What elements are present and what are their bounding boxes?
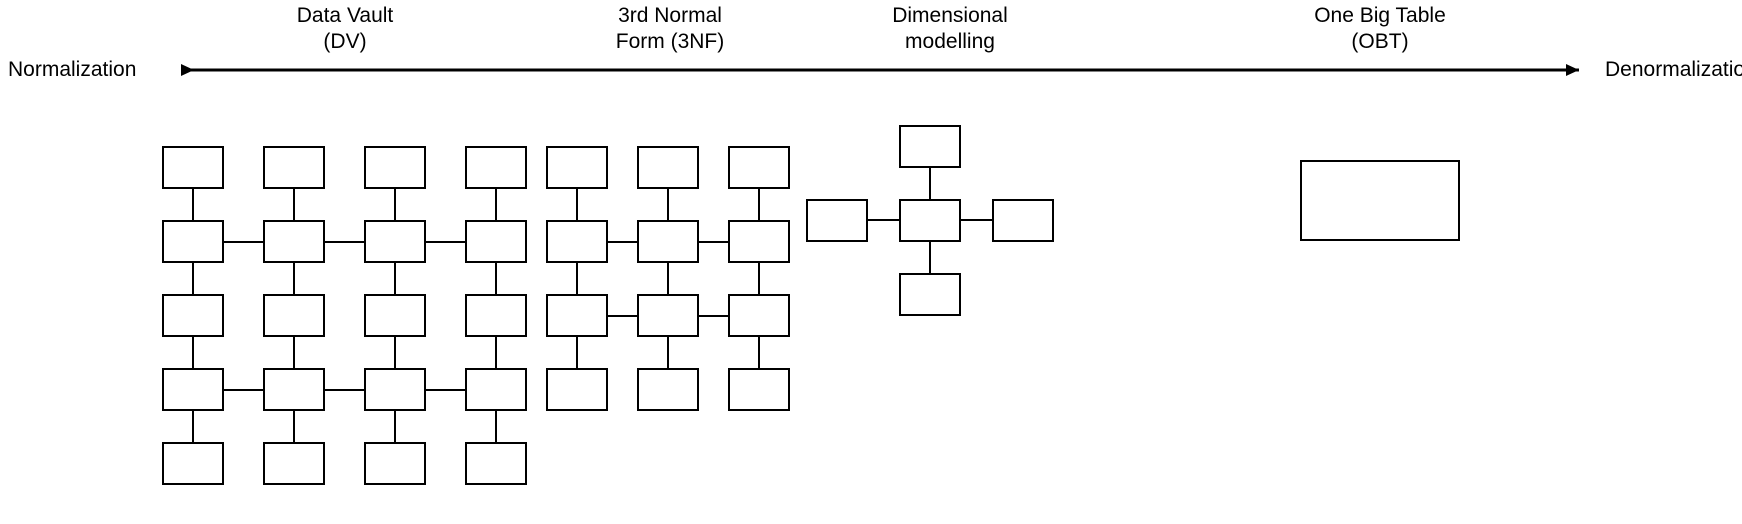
connector-horizontal-3nf-r2c2 xyxy=(699,240,728,243)
model-node-3nf-r3c1 xyxy=(546,294,608,337)
connector-horizontal-dv-r2c3 xyxy=(426,240,465,243)
connector-vertical-3nf-r2c1 xyxy=(576,263,578,294)
connector-vertical-3nf-r1c2 xyxy=(667,189,669,220)
model-node-dv-r2c2 xyxy=(263,220,325,263)
model-node-dv-r5c1 xyxy=(162,442,224,485)
model-node-dv-r2c3 xyxy=(364,220,426,263)
connector-horizontal-dv-r2c1 xyxy=(224,240,263,243)
connector-vertical-dim-south xyxy=(929,241,931,273)
connector-vertical-dv-r2c1 xyxy=(192,263,194,294)
column-label-dimensional-modelling-line1: Dimensional xyxy=(892,4,1008,27)
connector-vertical-dv-r3c4 xyxy=(495,337,497,368)
model-node-dv-r1c1 xyxy=(162,146,224,189)
model-node-dv-r5c4 xyxy=(465,442,527,485)
model-node-dv-r1c4 xyxy=(465,146,527,189)
column-label-data-vault: Data Vault (DV) xyxy=(200,3,490,55)
model-node-dv-r3c3 xyxy=(364,294,426,337)
connector-horizontal-dv-r4c3 xyxy=(426,388,465,391)
connector-vertical-dv-r2c3 xyxy=(394,263,396,294)
model-node-dv-r4c4 xyxy=(465,368,527,411)
model-node-3nf-r4c2 xyxy=(637,368,699,411)
model-node-dv-r2c1 xyxy=(162,220,224,263)
model-node-dv-r4c2 xyxy=(263,368,325,411)
model-node-dv-r1c3 xyxy=(364,146,426,189)
model-node-dim-east xyxy=(992,198,1054,242)
model-node-3nf-r2c3 xyxy=(728,220,790,263)
column-label-one-big-table: One Big Table (OBT) xyxy=(1235,3,1525,55)
model-node-dim-north xyxy=(899,124,961,168)
connector-vertical-dv-r4c1 xyxy=(192,411,194,442)
model-node-dv-r2c4 xyxy=(465,220,527,263)
column-label-dimensional-modelling-line2: modelling xyxy=(905,30,995,53)
model-node-dim-center xyxy=(899,198,961,242)
connector-vertical-dv-r2c2 xyxy=(293,263,295,294)
model-node-dv-r4c3 xyxy=(364,368,426,411)
connector-vertical-3nf-r2c3 xyxy=(758,263,760,294)
model-node-3nf-r1c2 xyxy=(637,146,699,189)
axis-label-normalization: Normalization xyxy=(8,58,137,81)
column-label-data-vault-line1: Data Vault xyxy=(296,4,394,27)
connector-horizontal-dv-r2c2 xyxy=(325,240,364,243)
connector-vertical-dv-r1c2 xyxy=(293,189,295,220)
model-node-3nf-r3c3 xyxy=(728,294,790,337)
connector-vertical-dv-r3c3 xyxy=(394,337,396,368)
column-label-one-big-table-line1: One Big Table xyxy=(1314,4,1446,27)
connector-vertical-dv-r3c2 xyxy=(293,337,295,368)
model-node-3nf-r2c2 xyxy=(637,220,699,263)
model-node-dv-r3c2 xyxy=(263,294,325,337)
model-node-dv-r3c4 xyxy=(465,294,527,337)
model-node-dv-r4c1 xyxy=(162,368,224,411)
connector-horizontal-dv-r4c1 xyxy=(224,388,263,391)
connector-horizontal-3nf-r3c2 xyxy=(699,314,728,317)
model-node-3nf-r1c3 xyxy=(728,146,790,189)
connector-vertical-3nf-r3c1 xyxy=(576,337,578,368)
model-node-dv-r1c2 xyxy=(263,146,325,189)
connector-vertical-dv-r4c4 xyxy=(495,411,497,442)
column-label-data-vault-line2: (DV) xyxy=(323,30,367,53)
connector-vertical-dv-r3c1 xyxy=(192,337,194,368)
connector-vertical-3nf-r2c2 xyxy=(667,263,669,294)
axis-label-denormalization: Denormalization xyxy=(1605,58,1742,81)
connector-horizontal-dim-west xyxy=(868,219,899,221)
model-node-dim-west xyxy=(806,198,868,242)
column-label-third-normal-form-line2: Form (3NF) xyxy=(615,30,725,53)
connector-horizontal-dv-r4c2 xyxy=(325,388,364,391)
column-label-one-big-table-line2: (OBT) xyxy=(1351,30,1409,53)
model-node-dv-r3c1 xyxy=(162,294,224,337)
model-node-dim-south xyxy=(899,272,961,316)
model-node-obt-table xyxy=(1300,160,1460,241)
connector-vertical-dim-north xyxy=(929,167,931,199)
model-node-3nf-r4c1 xyxy=(546,368,608,411)
connector-vertical-dv-r2c4 xyxy=(495,263,497,294)
connector-vertical-dv-r4c2 xyxy=(293,411,295,442)
connector-vertical-3nf-r1c1 xyxy=(576,189,578,220)
connector-horizontal-3nf-r2c1 xyxy=(608,240,637,243)
connector-vertical-3nf-r1c3 xyxy=(758,189,760,220)
connector-vertical-dv-r4c3 xyxy=(394,411,396,442)
connector-horizontal-dim-east xyxy=(961,219,992,221)
column-label-third-normal-form-line1: 3rd Normal xyxy=(618,4,722,27)
model-node-3nf-r1c1 xyxy=(546,146,608,189)
connector-vertical-dv-r1c4 xyxy=(495,189,497,220)
connector-horizontal-3nf-r3c1 xyxy=(608,314,637,317)
connector-vertical-dv-r1c3 xyxy=(394,189,396,220)
model-node-dv-r5c3 xyxy=(364,442,426,485)
model-node-dv-r5c2 xyxy=(263,442,325,485)
model-node-3nf-r2c1 xyxy=(546,220,608,263)
double-arrow-icon xyxy=(181,64,1579,76)
connector-vertical-dv-r1c1 xyxy=(192,189,194,220)
connector-vertical-3nf-r3c3 xyxy=(758,337,760,368)
model-node-3nf-r3c2 xyxy=(637,294,699,337)
model-node-3nf-r4c3 xyxy=(728,368,790,411)
column-label-dimensional-modelling: Dimensional modelling xyxy=(805,3,1095,55)
column-label-third-normal-form: 3rd Normal Form (3NF) xyxy=(525,3,815,55)
connector-vertical-3nf-r3c2 xyxy=(667,337,669,368)
